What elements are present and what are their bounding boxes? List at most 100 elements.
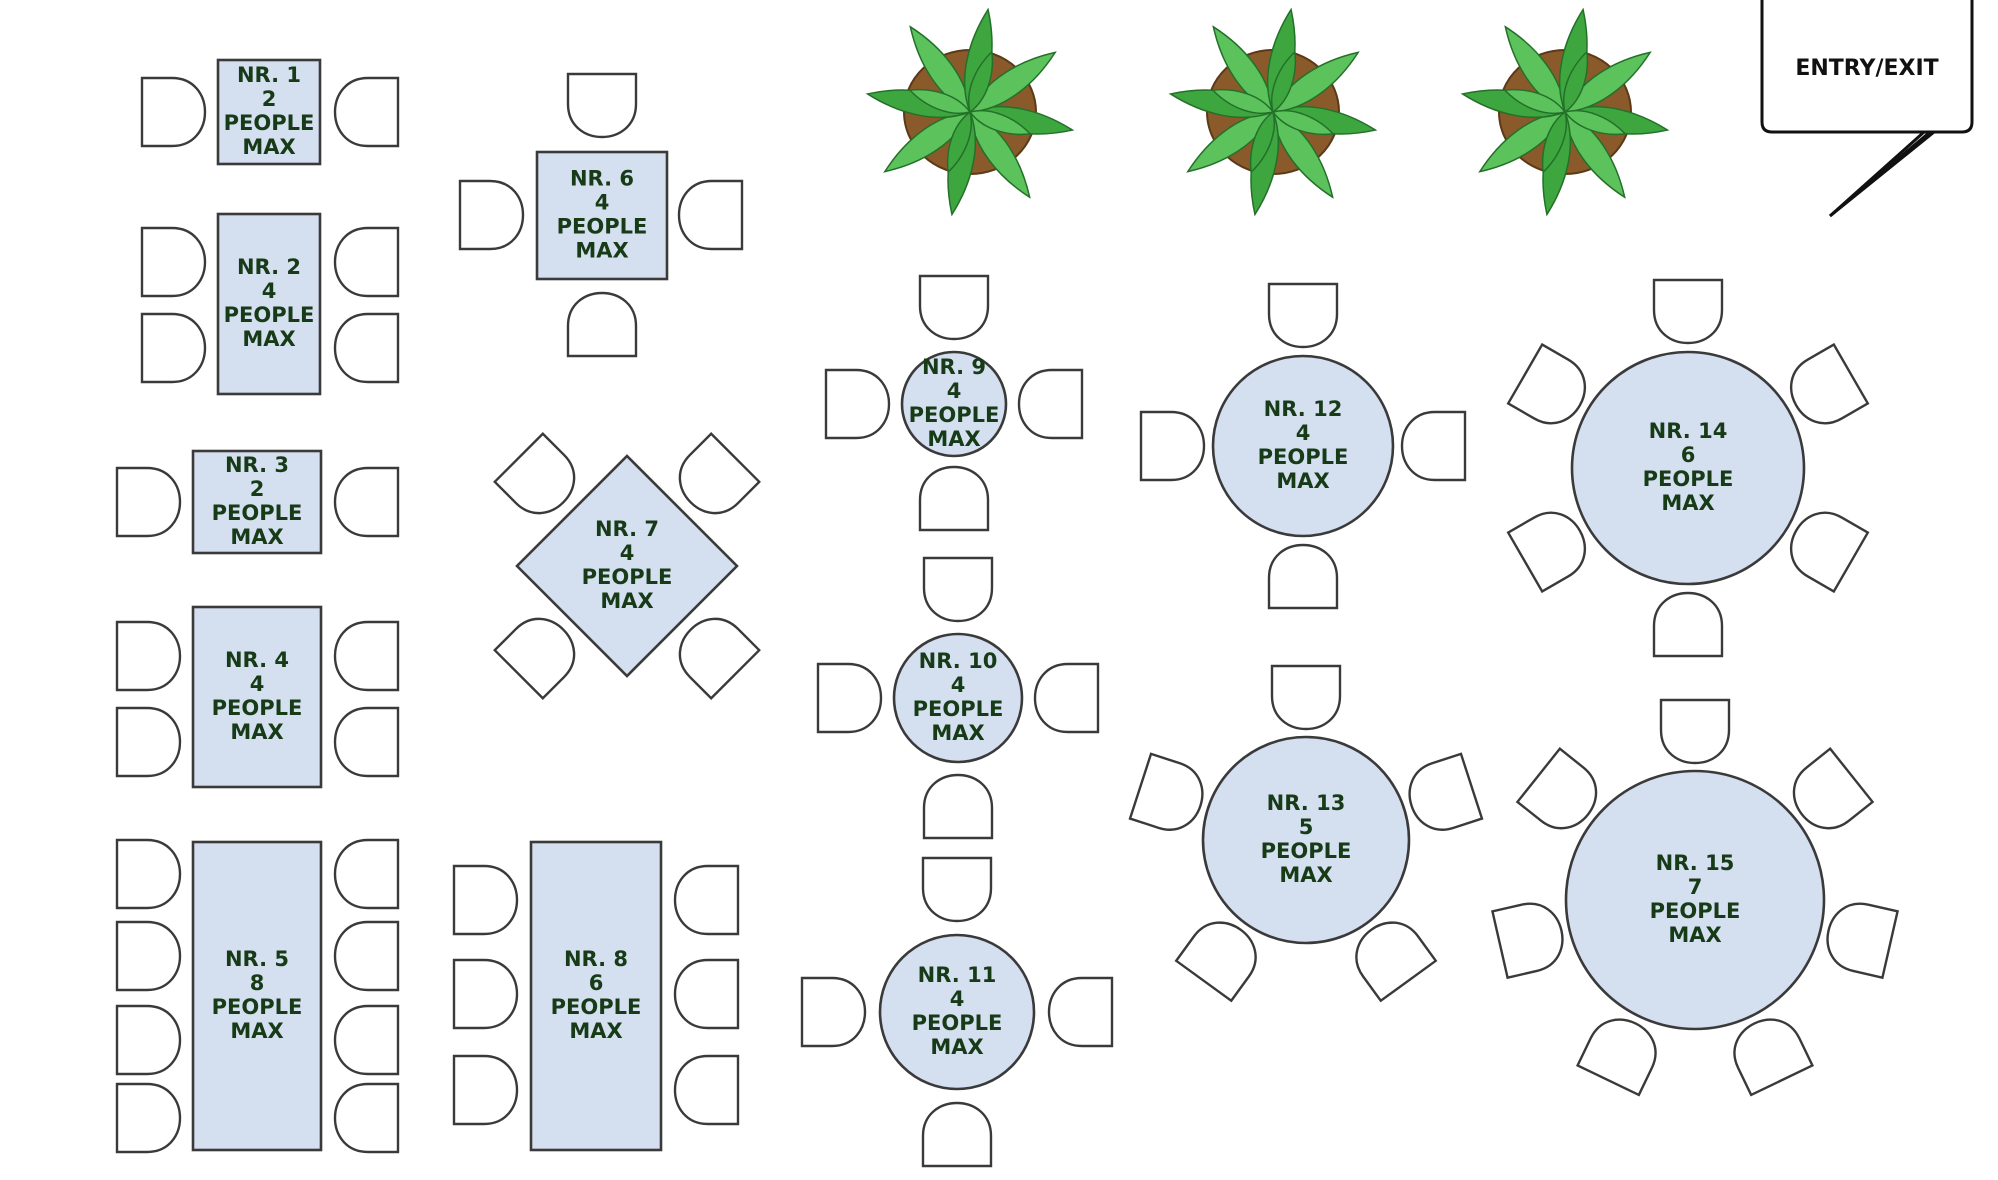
table-people-label: PEOPLE: [582, 565, 673, 589]
table-people-label: PEOPLE: [212, 501, 303, 525]
chair: [1792, 747, 1875, 830]
chair-shape: [1047, 976, 1114, 1048]
table-number-label: NR. 5: [225, 947, 289, 971]
table-max-label: MAX: [600, 589, 653, 613]
chair: [1652, 278, 1724, 345]
chair-shape: [493, 617, 576, 700]
table-capacity-label: 4: [595, 191, 610, 215]
chair-shape: [493, 432, 576, 515]
chair: [1128, 752, 1204, 831]
table-people-label: PEOPLE: [551, 995, 642, 1019]
chair-shape: [1267, 282, 1339, 349]
chair: [566, 72, 638, 139]
chair-shape: [140, 76, 207, 148]
chair-shape: [1033, 662, 1100, 734]
chair: [1139, 410, 1206, 482]
chair-shape: [678, 617, 761, 700]
table-capacity-label: 4: [620, 541, 635, 565]
chair: [1575, 1018, 1657, 1097]
chair-shape: [115, 920, 182, 992]
table-people-label: PEOPLE: [1643, 467, 1734, 491]
chair-shape: [673, 1054, 740, 1126]
table-max-label: MAX: [569, 1019, 622, 1043]
table-people-label: PEOPLE: [913, 697, 1004, 721]
chair-shape: [1174, 921, 1257, 1003]
chair: [918, 465, 990, 532]
chair-shape: [824, 368, 891, 440]
table-max-label: MAX: [931, 721, 984, 745]
chair-shape: [1652, 278, 1724, 345]
chair: [115, 466, 182, 538]
chair-shape: [333, 226, 400, 298]
table-surface: [191, 840, 323, 1152]
chair-shape: [922, 556, 994, 623]
chair: [333, 838, 400, 910]
chair: [1047, 976, 1114, 1048]
chair-shape: [140, 312, 207, 384]
chair-shape: [816, 662, 883, 734]
chair: [452, 1054, 519, 1126]
chair-shape: [1515, 747, 1598, 830]
table-surface: [1211, 354, 1395, 538]
table-capacity-label: 7: [1688, 875, 1703, 899]
table-surface: [1564, 769, 1826, 1031]
table-surface: [1570, 350, 1806, 586]
chair: [333, 312, 400, 384]
chair-shape: [1128, 752, 1204, 831]
chair: [1491, 902, 1564, 980]
chair-shape: [115, 1082, 182, 1154]
potted-plant-icon: [865, 7, 1075, 217]
chair-shape: [566, 291, 638, 358]
chair: [566, 291, 638, 358]
table-people-label: PEOPLE: [212, 995, 303, 1019]
chair: [1652, 591, 1724, 658]
chair: [1267, 282, 1339, 349]
table-capacity-label: 4: [262, 279, 277, 303]
chair: [1515, 747, 1598, 830]
chair: [1789, 342, 1870, 425]
table-max-label: MAX: [1276, 469, 1329, 493]
chair: [333, 1004, 400, 1076]
chair: [800, 976, 867, 1048]
chair: [824, 368, 891, 440]
chair: [140, 312, 207, 384]
table-surface: [191, 449, 323, 555]
chair-shape: [1826, 902, 1899, 980]
chair: [333, 920, 400, 992]
entry-exit-label: ENTRY/EXIT: [1795, 56, 1938, 81]
table-number-label: NR. 6: [570, 167, 634, 191]
table-people-label: PEOPLE: [909, 403, 1000, 427]
chair: [115, 706, 182, 778]
chair-shape: [1659, 698, 1731, 765]
table-number-label: NR. 3: [225, 453, 289, 477]
chair: [678, 432, 761, 515]
chair-shape: [921, 856, 993, 923]
table-people-label: PEOPLE: [1258, 445, 1349, 469]
chair: [1506, 511, 1587, 594]
chair-shape: [333, 76, 400, 148]
chair: [115, 1004, 182, 1076]
chair: [673, 958, 740, 1030]
table-number-label: NR. 4: [225, 648, 289, 672]
table-number-label: NR. 10: [919, 649, 998, 673]
chair-shape: [333, 1082, 400, 1154]
chair: [493, 617, 576, 700]
table-number-label: NR. 11: [918, 963, 997, 987]
chair-shape: [918, 465, 990, 532]
